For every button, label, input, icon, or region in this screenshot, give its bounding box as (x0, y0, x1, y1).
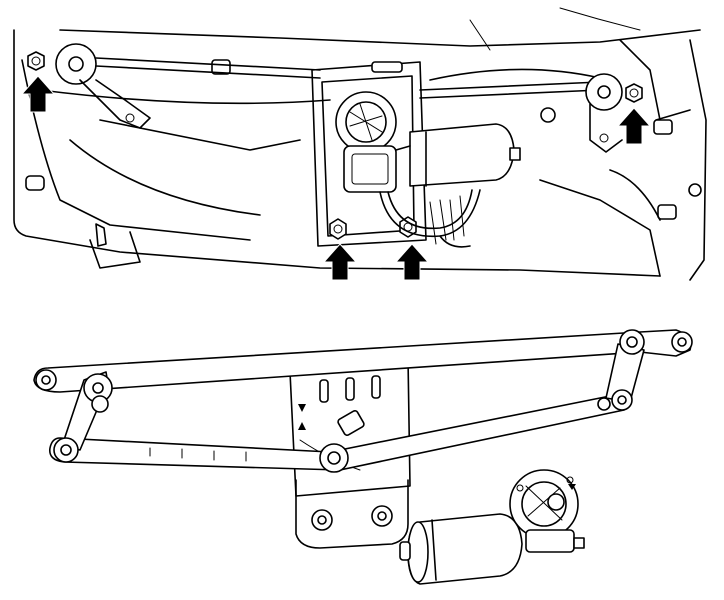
up-arrow-icon (616, 107, 652, 145)
left-pivot-assembly (55, 43, 321, 129)
lower-linkage-bar (48, 395, 625, 471)
center-linkage-pivot (319, 443, 349, 473)
up-arrow-icon (394, 243, 430, 281)
removed-view-panel (33, 329, 693, 585)
right-mounting-nut (625, 83, 643, 103)
location-arrows (20, 75, 652, 281)
installed-view-panel (13, 7, 707, 281)
lower-mounting-nuts (329, 216, 417, 240)
up-arrow-icon (322, 243, 358, 281)
upper-linkage-bar (33, 329, 693, 393)
wiring-harness (379, 189, 481, 248)
up-arrow-icon (20, 75, 56, 113)
left-mounting-nut (27, 51, 45, 71)
wiper-motor-installed (335, 91, 521, 193)
cowl-body-outline (13, 7, 707, 281)
right-pivot-assembly (419, 73, 623, 153)
left-crank-arm (53, 371, 113, 463)
wiper-motor-removed (399, 469, 585, 585)
right-crank-arm (597, 329, 645, 411)
